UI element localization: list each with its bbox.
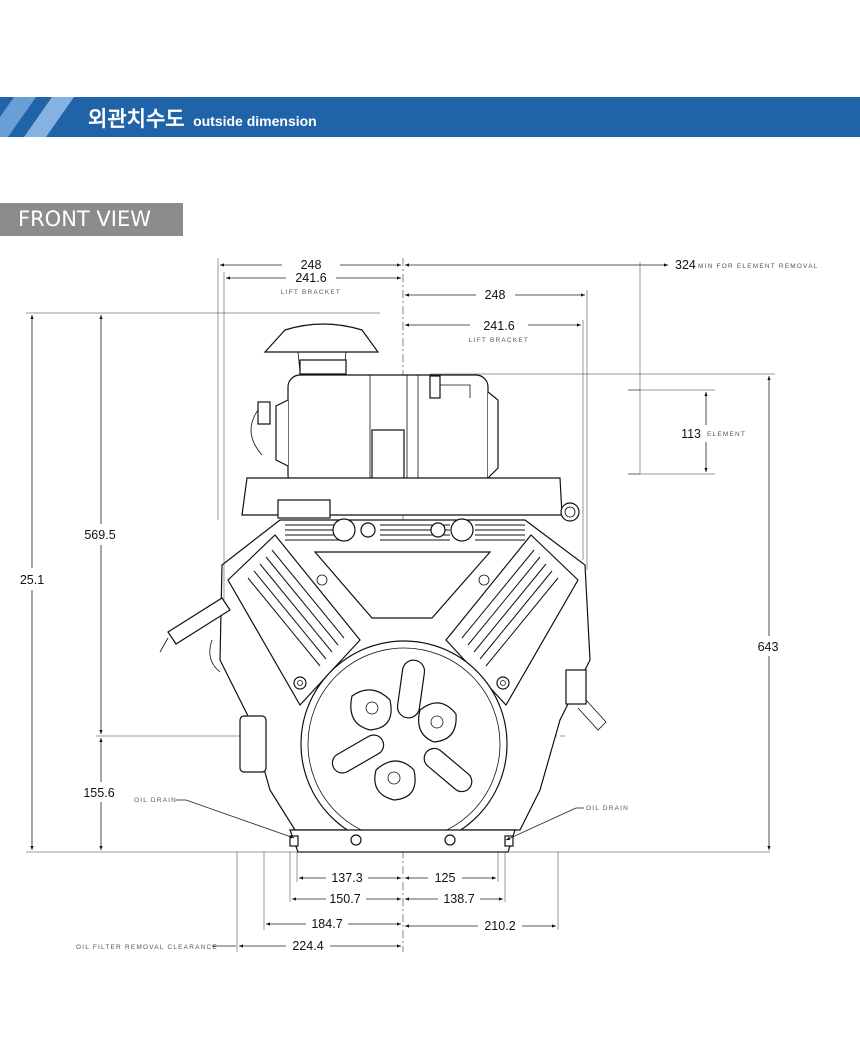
dim-138-7: 138.7: [443, 892, 474, 906]
front-view-label: FRONT VIEW: [0, 203, 183, 236]
page-title-korean: 외관치수도: [88, 107, 185, 131]
page-title-english: outside dimension: [193, 113, 317, 129]
dim-137-3: 137.3: [331, 871, 362, 885]
oil-filter-clearance-note: OIL FILTER REMOVAL CLEARANCE: [76, 944, 218, 951]
page-title: 외관치수도 outside dimension: [88, 103, 317, 133]
dim-569-5: 569.5: [84, 528, 115, 542]
dim-241-6-right: 241.6: [483, 319, 514, 333]
air-cleaner-cap: [263, 323, 380, 353]
dim-248-left: 248: [301, 258, 322, 272]
left-cylinder: [227, 534, 361, 707]
dim-241-6-left: 241.6: [295, 271, 326, 285]
lift-bracket-right-note: LIFT BRACKET: [469, 337, 529, 344]
oil-drain-right-note: OIL DRAIN: [586, 805, 629, 812]
header-banner: 외관치수도 outside dimension: [0, 97, 860, 137]
oil-pan: [289, 829, 516, 853]
dim-324: 324: [675, 258, 696, 272]
engine-outline: [159, 258, 607, 952]
dim-224-4: 224.4: [292, 939, 323, 953]
oil-drain-left-note: OIL DRAIN: [134, 797, 177, 804]
dim-155-6: 155.6: [83, 786, 114, 800]
dim-643: 643: [758, 640, 779, 654]
dim-248-right: 248: [485, 288, 506, 302]
min-element-removal-note: MIN FOR ELEMENT REMOVAL: [698, 263, 819, 270]
dim-113: 113: [681, 427, 701, 441]
dim-125: 125: [435, 871, 456, 885]
dim-184-7: 184.7: [311, 917, 342, 931]
dim-25-1: 25.1: [20, 573, 44, 587]
right-cylinder: [445, 534, 579, 707]
dim-150-7: 150.7: [329, 892, 360, 906]
lift-bracket-left-note: LIFT BRACKET: [281, 289, 341, 296]
element-note: ELEMENT: [707, 431, 746, 438]
dim-210-2: 210.2: [484, 919, 515, 933]
center-panel: [313, 551, 492, 619]
